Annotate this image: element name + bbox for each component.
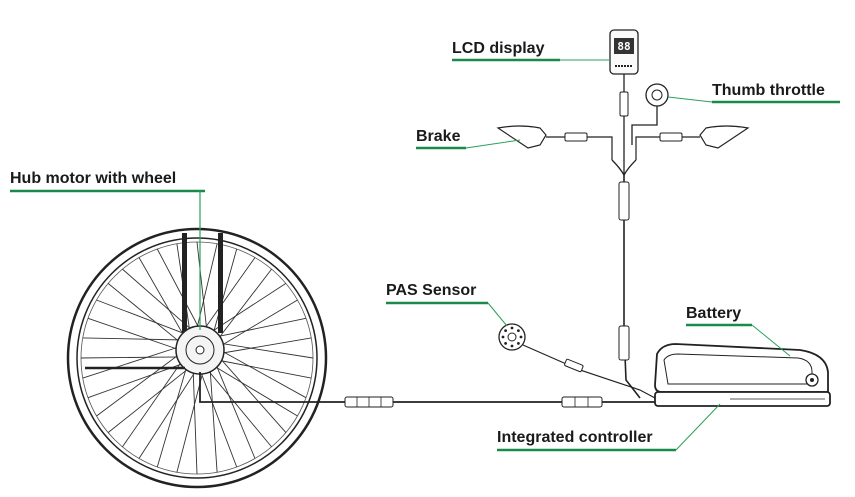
pas-sensor-magnets <box>501 326 523 348</box>
label-thumb-throttle: Thumb throttle <box>712 82 825 99</box>
pas-magnet <box>510 326 514 330</box>
lcd-readout: 88 <box>617 40 630 53</box>
left-brake-lever <box>496 125 547 149</box>
wheel-spoke <box>199 369 238 468</box>
battery-side-panel <box>663 353 813 385</box>
pas-sensor-group <box>498 323 656 399</box>
pas-magnet <box>517 342 520 345</box>
pas-magnet <box>519 335 523 339</box>
battery <box>654 343 829 393</box>
label-battery: Battery <box>686 305 741 322</box>
wheel-spoke <box>212 248 238 335</box>
label-brake: Brake <box>416 128 461 145</box>
wheel-spoke <box>214 362 256 459</box>
wheel-spoke <box>192 368 198 475</box>
handlebar-wiring: 88 <box>496 29 750 399</box>
fork-right-leg <box>218 233 223 333</box>
wheel-spoke <box>206 368 272 448</box>
wheel-spoke <box>96 353 181 417</box>
harness-connector-bottom <box>618 325 630 361</box>
wheel-tire-outer <box>66 227 328 489</box>
wheel-spoke <box>82 346 181 379</box>
wheel-spoke <box>219 299 298 347</box>
pas-magnet <box>504 329 507 332</box>
pas-magnet <box>504 342 507 345</box>
wheel-spoke <box>203 257 256 331</box>
wheel-spoke <box>217 359 312 379</box>
wheel-spoke <box>138 369 197 459</box>
wheel-spoke <box>216 268 272 341</box>
fork-left-leg <box>182 233 187 333</box>
label-pas-sensor: PAS Sensor <box>386 282 476 299</box>
left-brake-connector <box>564 132 588 142</box>
wheel-spoke <box>156 365 188 468</box>
wheel-spoke <box>209 367 218 473</box>
wheel-spoke <box>218 342 314 359</box>
wheel-spokes <box>80 241 314 475</box>
wheel-spoke <box>138 257 186 338</box>
annotations: LCD display Thumb throttle Brake Hub mot… <box>10 40 840 452</box>
wheel-rim <box>76 237 318 479</box>
leader-pas-sensor <box>487 302 508 327</box>
hub-motor-wheel <box>66 227 660 489</box>
wheel-spoke <box>218 356 287 433</box>
battery-keyhole <box>810 378 814 382</box>
hub-motor-inner <box>185 335 215 365</box>
hub-axle <box>195 345 205 355</box>
wheel-spoke <box>219 337 312 354</box>
leader-brake <box>465 139 521 149</box>
wheel-spoke <box>156 248 201 331</box>
label-integrated-controller: Integrated controller <box>497 429 653 446</box>
wheel-spoke <box>212 364 298 417</box>
wheel-spoke <box>122 359 184 448</box>
wheel-spoke <box>219 349 307 399</box>
right-brake-connector <box>659 132 683 142</box>
wheel-spoke <box>96 299 188 336</box>
wheel-spoke <box>196 241 208 332</box>
pas-sensor-center <box>507 332 517 342</box>
motor-cable <box>199 372 660 403</box>
leader-thumb-throttle <box>667 96 713 103</box>
harness-connector-top <box>618 181 630 221</box>
lcd-screen <box>614 38 634 54</box>
wheel-spoke <box>80 356 182 359</box>
pas-magnet <box>517 329 520 332</box>
pas-cable <box>522 344 656 399</box>
wheel-spoke <box>82 337 183 341</box>
right-brake-lever <box>699 125 750 149</box>
throttle-cable <box>631 106 658 145</box>
wheel-spoke <box>122 268 194 332</box>
thumb-throttle-lever <box>651 89 663 101</box>
pas-connector <box>564 358 584 373</box>
lcd-connector <box>619 91 629 117</box>
wheel-spoke <box>215 317 307 338</box>
wheel-spoke <box>176 369 204 473</box>
controller-input-connector <box>561 396 603 408</box>
label-hub-motor: Hub motor with wheel <box>10 170 176 187</box>
pas-magnet <box>510 344 514 348</box>
wheel-spoke <box>107 283 182 344</box>
pas-magnet <box>501 335 505 339</box>
wheel-spoke <box>107 366 191 433</box>
battery-controller-unit <box>654 343 831 407</box>
wheel-spoke <box>87 317 181 351</box>
leader-integrated-controller <box>675 403 721 451</box>
leader-battery <box>751 324 791 357</box>
label-lcd-display: LCD display <box>452 40 545 57</box>
